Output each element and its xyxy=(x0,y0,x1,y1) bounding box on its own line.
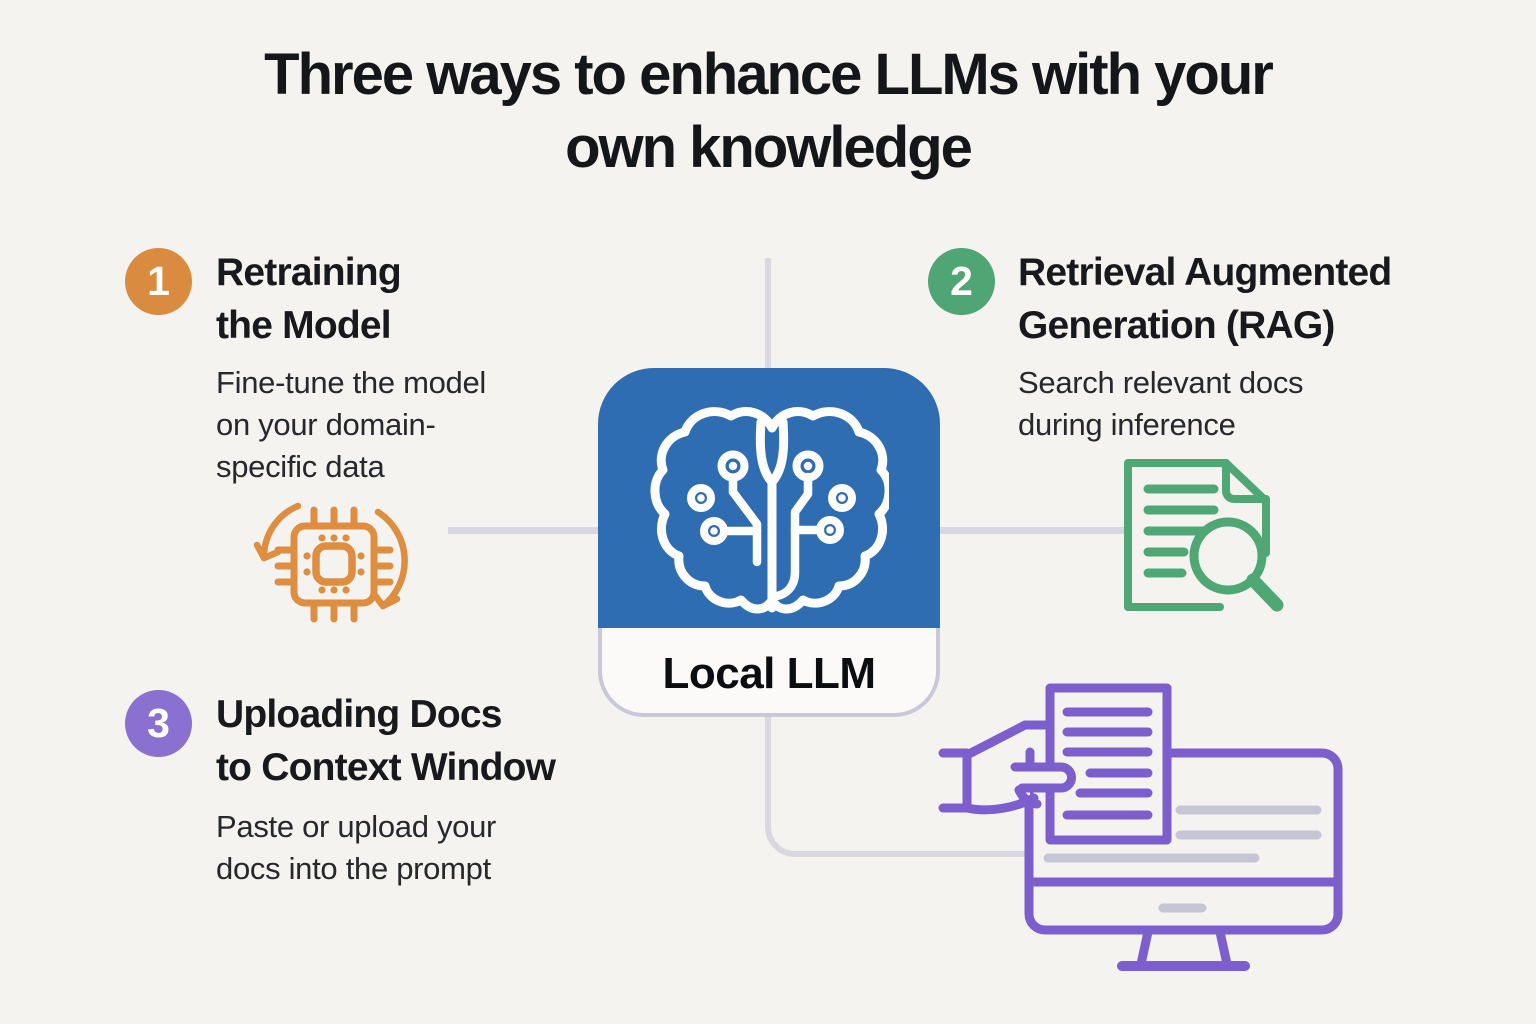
step-3-badge: 3 xyxy=(125,690,192,757)
local-llm-card: Local LLM xyxy=(598,368,940,717)
step-1-number: 1 xyxy=(147,258,170,304)
connector-right-horizontal xyxy=(938,527,1125,534)
step-3-number: 3 xyxy=(147,700,170,746)
connector-bottom-elbow xyxy=(765,715,1029,857)
step-2-description: Search relevant docs during inference xyxy=(1018,365,1304,443)
local-llm-label: Local LLM xyxy=(662,648,876,698)
document-search-icon xyxy=(1120,453,1285,621)
connector-left-horizontal xyxy=(448,527,600,534)
step-3-description: Paste or upload your docs into the promp… xyxy=(216,809,497,887)
chip-refresh-icon xyxy=(252,498,410,634)
local-llm-icon-tile xyxy=(598,368,940,628)
connector-top-vertical xyxy=(765,258,771,370)
page-title: Three ways to enhance LLMs with your own… xyxy=(264,42,1274,181)
step-1-heading: Retraining the Model xyxy=(216,251,402,348)
step-2-number: 2 xyxy=(950,258,973,304)
brain-circuit-icon xyxy=(650,407,889,614)
hand-document-monitor-icon xyxy=(935,675,1355,985)
step-2-heading: Retrieval Augmented Generation (RAG) xyxy=(1018,251,1392,348)
step-3-heading: Uploading Docs to Context Window xyxy=(216,693,556,790)
step-1-description: Fine-tune the model on your domain- spec… xyxy=(216,365,487,485)
step-1-badge: 1 xyxy=(125,248,192,315)
step-2-badge: 2 xyxy=(928,248,995,315)
